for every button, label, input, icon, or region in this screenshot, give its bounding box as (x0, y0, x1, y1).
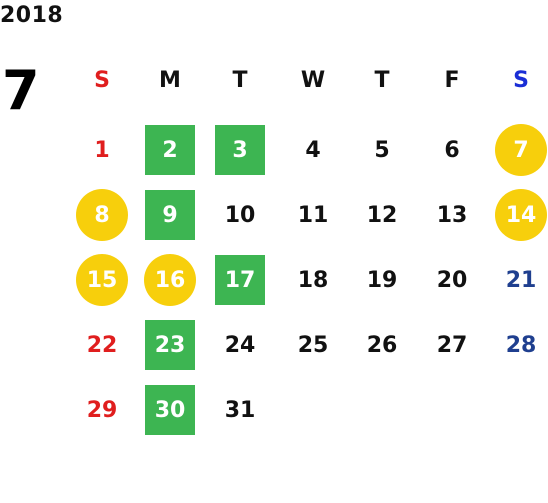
day-number: 29 (86, 397, 118, 423)
day-number: 26 (366, 332, 398, 358)
day-number: 12 (366, 202, 398, 228)
day-number: 16 (154, 267, 186, 293)
day-cell-3[interactable]: 3 (210, 125, 270, 175)
day-number: 30 (154, 397, 186, 423)
day-cell-23[interactable]: 23 (140, 320, 200, 370)
day-cell-31[interactable]: 31 (210, 385, 270, 435)
weekday-label: W (300, 67, 326, 93)
day-number: 24 (224, 332, 256, 358)
day-number: 18 (297, 267, 329, 293)
weekday-label: S (94, 67, 110, 93)
day-cell-22[interactable]: 22 (72, 320, 132, 370)
weekday-header-sun: S (72, 55, 132, 105)
day-cell-13[interactable]: 13 (422, 190, 482, 240)
weekday-header-mon: M (140, 55, 200, 105)
day-number: 31 (224, 397, 256, 423)
day-cell-12[interactable]: 12 (352, 190, 412, 240)
weekday-header-fri: F (422, 55, 482, 105)
day-cell-24[interactable]: 24 (210, 320, 270, 370)
day-cell-16[interactable]: 16 (140, 254, 200, 306)
day-cell-20[interactable]: 20 (422, 255, 482, 305)
day-cell-29[interactable]: 29 (72, 385, 132, 435)
day-number: 13 (436, 202, 468, 228)
day-cell-6[interactable]: 6 (422, 125, 482, 175)
day-number: 2 (162, 137, 178, 163)
weekday-header-sat: S (491, 55, 548, 105)
day-number: 1 (94, 137, 110, 163)
day-number: 27 (436, 332, 468, 358)
day-number: 25 (297, 332, 329, 358)
calendar-month: 7 (2, 59, 40, 122)
day-number: 23 (154, 332, 186, 358)
day-cell-18[interactable]: 18 (283, 255, 343, 305)
weekday-header-wed: W (283, 55, 343, 105)
day-cell-25[interactable]: 25 (283, 320, 343, 370)
day-number: 3 (232, 137, 248, 163)
day-cell-28[interactable]: 28 (491, 320, 548, 370)
day-cell-1[interactable]: 1 (72, 125, 132, 175)
calendar-year: 2018 (0, 3, 64, 28)
day-cell-5[interactable]: 5 (352, 125, 412, 175)
day-cell-8[interactable]: 8 (72, 189, 132, 241)
day-number: 14 (505, 202, 537, 228)
day-number: 4 (305, 137, 321, 163)
day-cell-26[interactable]: 26 (352, 320, 412, 370)
day-cell-11[interactable]: 11 (283, 190, 343, 240)
day-number: 15 (86, 267, 118, 293)
day-number: 5 (374, 137, 390, 163)
day-number: 28 (505, 332, 537, 358)
day-cell-27[interactable]: 27 (422, 320, 482, 370)
day-cell-2[interactable]: 2 (140, 125, 200, 175)
day-cell-7[interactable]: 7 (491, 124, 548, 176)
day-number: 21 (505, 267, 537, 293)
day-cell-19[interactable]: 19 (352, 255, 412, 305)
weekday-header-tue: T (210, 55, 270, 105)
day-number: 8 (94, 202, 110, 228)
day-cell-17[interactable]: 17 (210, 255, 270, 305)
day-cell-15[interactable]: 15 (72, 254, 132, 306)
weekday-label: M (159, 67, 181, 93)
day-number: 22 (86, 332, 118, 358)
day-number: 19 (366, 267, 398, 293)
day-number: 10 (224, 202, 256, 228)
day-number: 11 (297, 202, 329, 228)
day-cell-21[interactable]: 21 (491, 255, 548, 305)
weekday-label: S (513, 67, 529, 93)
day-cell-30[interactable]: 30 (140, 385, 200, 435)
weekday-header-thu: T (352, 55, 412, 105)
day-cell-10[interactable]: 10 (210, 190, 270, 240)
day-number: 6 (444, 137, 460, 163)
day-cell-14[interactable]: 14 (491, 189, 548, 241)
day-number: 17 (224, 267, 256, 293)
day-number: 9 (162, 202, 178, 228)
day-cell-4[interactable]: 4 (283, 125, 343, 175)
weekday-label: T (374, 67, 390, 93)
day-number: 7 (513, 137, 529, 163)
day-cell-9[interactable]: 9 (140, 190, 200, 240)
weekday-label: T (232, 67, 248, 93)
day-number: 20 (436, 267, 468, 293)
weekday-label: F (444, 67, 460, 93)
